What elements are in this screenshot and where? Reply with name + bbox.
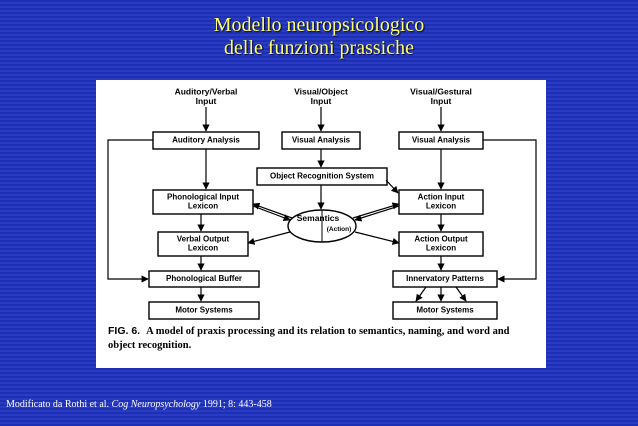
box-phonological-input-label-line-2: Lexicon — [188, 202, 218, 211]
arrow-action-input-to-semantics — [354, 205, 400, 222]
semantics-sublabel: (Action) — [327, 226, 352, 233]
box-visual-analysis-center-label-line-1: Visual Analysis — [292, 136, 351, 145]
box-verbal-output-label-line-2: Lexicon — [188, 244, 218, 253]
figure-caption-text: A model of praxis processing and its rel… — [108, 326, 510, 351]
box-action-output-label-line-2: Lexicon — [426, 244, 456, 253]
figure-caption-label: FIG. 6. — [108, 325, 141, 337]
slide-title-line-2: delle funzioni prassiche — [224, 37, 414, 59]
box-verbal-output — [157, 231, 249, 257]
box-object-recognition-label-line-1: Object Recognition System — [270, 172, 374, 181]
arrow-semantics-to-verbal-output — [247, 231, 291, 245]
figure-caption: FIG. 6. A model of praxis processing and… — [108, 324, 538, 353]
arrow-semantics-to-action-input — [352, 202, 400, 219]
box-action-input-label-line-2: Lexicon — [426, 202, 456, 211]
input-label-gestural-line-2: Input — [431, 96, 452, 106]
arrow-semantics-to-action-output — [354, 231, 400, 245]
arrow-object-recognition-to-action-input — [385, 179, 399, 194]
box-motor-left-label-line-1: Motor Systems — [175, 306, 233, 315]
arrow-innervatory-to-motor-left — [415, 286, 427, 302]
arrow-auditory-bypass-to-buffer — [107, 139, 153, 283]
box-phonological-input-label-line-1: Phonological Input — [167, 193, 239, 202]
box-auditory-analysis-label-line-1: Auditory Analysis — [172, 136, 240, 145]
box-phonological-buffer-label-line-1: Phonological Buffer — [166, 274, 242, 283]
arrow-gestural-bypass-to-innervatory — [483, 139, 537, 283]
source-credit-journal: Cog Neuropsychology — [111, 399, 201, 410]
box-action-output-label-line-1: Action Output — [414, 235, 468, 244]
box-visual-analysis-right-label-line-1: Visual Analysis — [412, 136, 471, 145]
input-label-auditory-line-1: Auditory/Verbal — [175, 87, 238, 97]
input-label-gestural-line-1: Visual/Gestural — [410, 87, 472, 97]
praxis-model-diagram: Auditory/VerbalInputVisual/ObjectInputVi… — [107, 87, 537, 320]
arrow-phono-input-to-semantics — [252, 205, 291, 222]
input-label-auditory-line-2: Input — [196, 96, 217, 106]
source-credit: Modificato da Rothi et al. Cog Neuropsyc… — [6, 399, 272, 410]
source-credit-authors: Modificato da Rothi et al. — [6, 399, 110, 410]
box-action-input-label-line-1: Action Input — [418, 193, 465, 202]
box-object-recognition — [256, 167, 388, 186]
source-credit-citation: 1991; 8: 443-458 — [202, 399, 272, 410]
box-motor-right-label-line-1: Motor Systems — [416, 306, 474, 315]
input-label-visual-line-1: Visual/Object — [294, 87, 348, 97]
slide-title-line-1: Modello neuropsicologico — [213, 14, 425, 36]
box-innervatory-patterns — [392, 270, 498, 288]
box-phonological-buffer — [148, 270, 260, 288]
box-innervatory-patterns-label-line-1: Innervatory Patterns — [406, 274, 484, 283]
slide-title: Modello neuropsicologico delle funzioni … — [100, 14, 538, 60]
arrow-semantics-to-phono-input — [252, 202, 293, 219]
box-action-output — [398, 231, 484, 257]
semantics-label: Semantics — [297, 213, 340, 223]
input-label-visual-line-2: Input — [311, 96, 332, 106]
box-verbal-output-label-line-1: Verbal Output — [177, 235, 230, 244]
box-action-input — [398, 189, 484, 215]
box-phonological-input — [152, 189, 254, 215]
box-motor-left — [148, 301, 260, 320]
arrow-innervatory-to-motor-right — [455, 286, 467, 302]
box-motor-right — [392, 301, 498, 320]
